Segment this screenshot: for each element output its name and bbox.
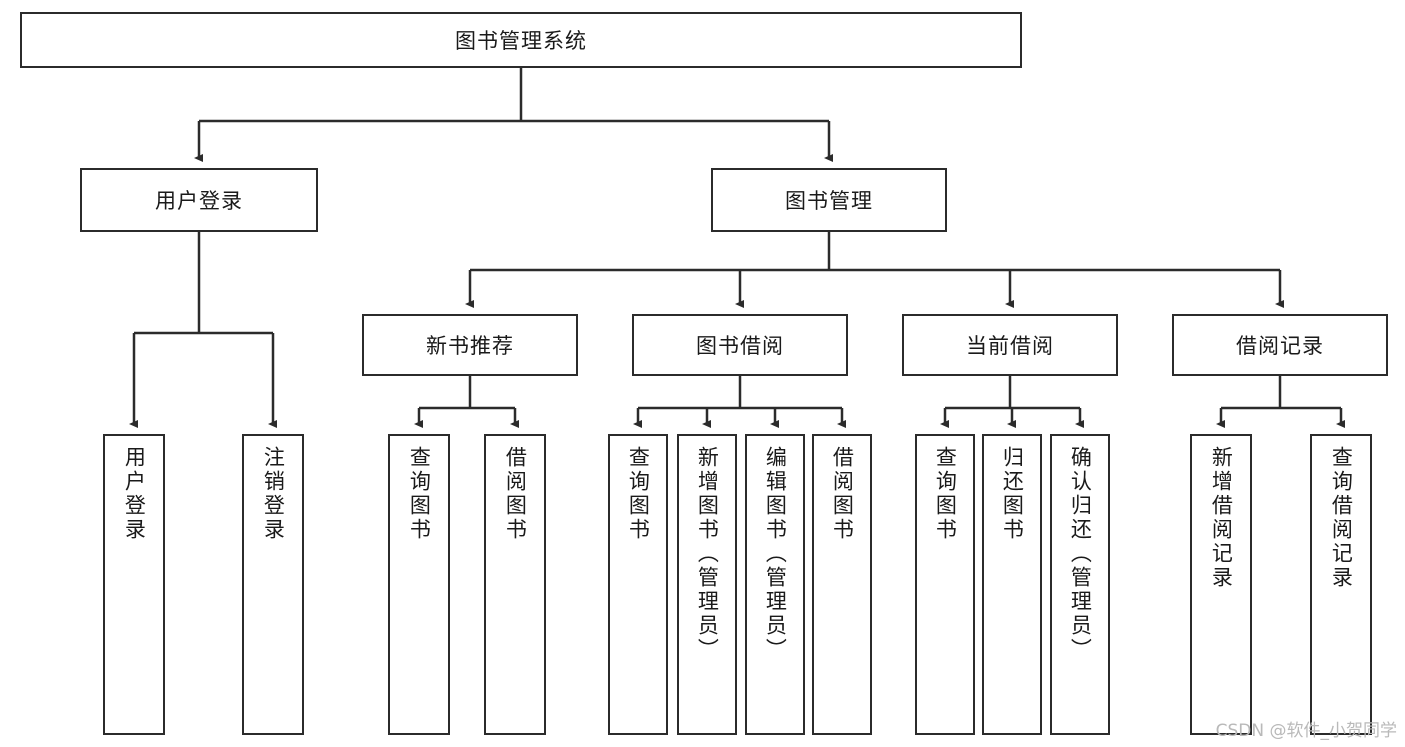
node-user-login[interactable]: 用户登录 bbox=[80, 168, 318, 232]
node-book-borrow-label: 图书借阅 bbox=[696, 334, 784, 358]
leaf-query-book-newbook-label: 查询图书 bbox=[407, 446, 432, 542]
leaf-add-borrow-record[interactable]: 新增借阅记录 bbox=[1190, 434, 1252, 735]
leaf-query-book-current-label: 查询图书 bbox=[933, 446, 958, 542]
node-book-management[interactable]: 图书管理 bbox=[711, 168, 947, 232]
leaf-query-book-borrow[interactable]: 查询图书 bbox=[608, 434, 668, 735]
node-borrow-record-label: 借阅记录 bbox=[1236, 334, 1324, 358]
leaf-lend-book-label: 借阅图书 bbox=[830, 446, 855, 542]
node-borrow-record[interactable]: 借阅记录 bbox=[1172, 314, 1388, 376]
leaf-borrow-book-newbook[interactable]: 借阅图书 bbox=[484, 434, 546, 735]
leaf-query-borrow-record-label: 查询借阅记录 bbox=[1329, 446, 1354, 590]
node-new-book-recommend[interactable]: 新书推荐 bbox=[362, 314, 578, 376]
node-user-login-label: 用户登录 bbox=[155, 189, 243, 213]
leaf-user-login-label: 用户登录 bbox=[122, 446, 147, 542]
leaf-add-borrow-record-label: 新增借阅记录 bbox=[1209, 446, 1234, 590]
node-current-borrow-label: 当前借阅 bbox=[966, 334, 1054, 358]
leaf-user-login[interactable]: 用户登录 bbox=[103, 434, 165, 735]
leaf-logout[interactable]: 注销登录 bbox=[242, 434, 304, 735]
leaf-add-book-admin-label: 新增图书（管理员） bbox=[695, 446, 720, 662]
leaf-edit-book-admin-label: 编辑图书（管理员） bbox=[763, 446, 788, 662]
node-current-borrow[interactable]: 当前借阅 bbox=[902, 314, 1118, 376]
leaf-query-book-borrow-label: 查询图书 bbox=[626, 446, 651, 542]
node-book-borrow[interactable]: 图书借阅 bbox=[632, 314, 848, 376]
node-book-management-label: 图书管理 bbox=[785, 189, 873, 213]
leaf-edit-book-admin[interactable]: 编辑图书（管理员） bbox=[745, 434, 805, 735]
leaf-lend-book[interactable]: 借阅图书 bbox=[812, 434, 872, 735]
leaf-query-book-newbook[interactable]: 查询图书 bbox=[388, 434, 450, 735]
leaf-query-book-current[interactable]: 查询图书 bbox=[915, 434, 975, 735]
leaf-query-borrow-record[interactable]: 查询借阅记录 bbox=[1310, 434, 1372, 735]
leaf-return-book-label: 归还图书 bbox=[1000, 446, 1025, 542]
leaf-return-book[interactable]: 归还图书 bbox=[982, 434, 1042, 735]
leaf-borrow-book-newbook-label: 借阅图书 bbox=[503, 446, 528, 542]
leaf-confirm-return-admin-label: 确认归还（管理员） bbox=[1068, 446, 1093, 662]
node-root[interactable]: 图书管理系统 bbox=[20, 12, 1022, 68]
leaf-confirm-return-admin[interactable]: 确认归还（管理员） bbox=[1050, 434, 1110, 735]
node-root-label: 图书管理系统 bbox=[455, 29, 587, 53]
node-new-book-recommend-label: 新书推荐 bbox=[426, 334, 514, 358]
leaf-logout-label: 注销登录 bbox=[261, 446, 286, 542]
leaf-add-book-admin[interactable]: 新增图书（管理员） bbox=[677, 434, 737, 735]
